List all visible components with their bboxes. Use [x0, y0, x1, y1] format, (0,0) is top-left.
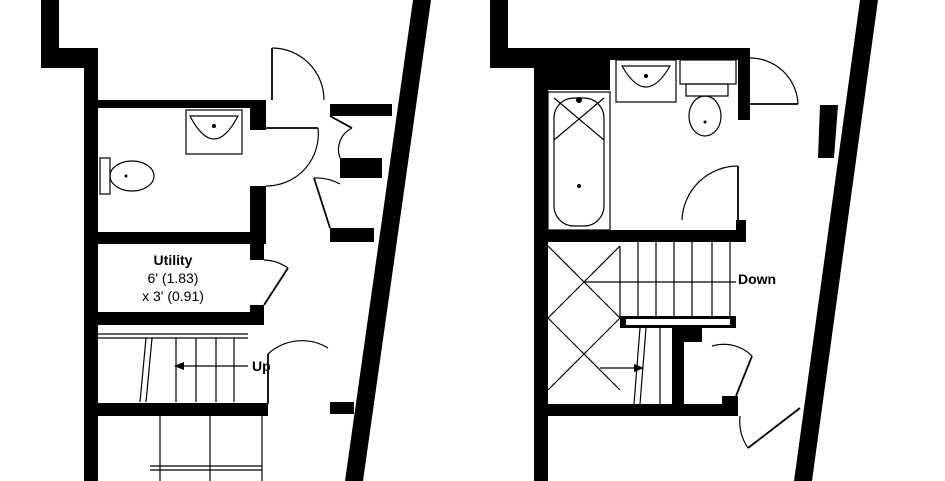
cupboard-door-right — [711, 343, 753, 397]
stair-bottom-wall — [98, 403, 268, 416]
bathroom-toilet — [679, 59, 737, 137]
wc-top-wall — [98, 100, 266, 108]
lower-fixtures — [150, 416, 263, 481]
cupboard-bottom-right-wall — [722, 396, 738, 416]
bathroom-inner-left — [548, 60, 610, 90]
right-plan-outer-wall — [534, 48, 548, 481]
right-plan-slanted-wall — [794, 0, 878, 481]
left-plan-outer-wall — [84, 100, 98, 481]
stairs-down-label: Down — [738, 271, 776, 287]
bathroom-right-lower-wall — [736, 220, 746, 242]
utility-right-wall — [250, 244, 264, 260]
right-bottom-door — [739, 407, 801, 449]
right-plan-top-wall — [490, 0, 548, 70]
bathroom-top-wall — [548, 48, 742, 60]
utility-dimension-2: x 3' (0.91) — [142, 288, 204, 304]
wc-right-wall-upper — [250, 108, 266, 130]
left-plan-slanted-wall — [345, 0, 431, 481]
bathroom-sink — [615, 59, 677, 103]
wc-door — [265, 127, 319, 187]
right-notch-wall — [818, 105, 838, 158]
utility-right-wall-lower — [250, 305, 264, 325]
bathroom-bottom-wall — [548, 230, 744, 242]
utility-dimension-1: 6' (1.83) — [148, 270, 199, 286]
utility-door — [263, 259, 289, 306]
left-floor-plan: Utility 6' (1.83) x 3' (0.91) Up — [41, 0, 431, 481]
left-bottom-door — [267, 340, 329, 404]
stairs-up — [98, 333, 248, 403]
wc-toilet — [99, 157, 155, 195]
cupboard-top-wall-right — [672, 328, 702, 342]
cupboard-left-wall — [672, 328, 684, 408]
right-top-door — [749, 57, 799, 105]
left-top-door — [271, 47, 325, 101]
left-plan-top-wall — [41, 0, 98, 100]
stairs-down — [547, 242, 736, 405]
stairs-up-label: Up — [252, 358, 271, 374]
right-floor-plan: Down — [490, 0, 878, 481]
right-stair-bottom-wall — [548, 404, 738, 416]
utility-bottom-wall — [98, 312, 264, 325]
cupboard-doors — [313, 115, 353, 229]
bathroom-door — [681, 165, 739, 221]
wc-right-wall-lower — [250, 186, 266, 244]
wc-bottom-wall — [98, 232, 266, 244]
wc-sink — [185, 109, 243, 155]
cupboard-bottom-wall — [330, 228, 374, 242]
cupboard-top-wall — [330, 104, 392, 116]
bath-tub — [547, 91, 611, 231]
utility-room-name: Utility — [154, 252, 193, 268]
hall-right-wall — [330, 402, 354, 414]
cupboard-divider-wall — [340, 158, 382, 178]
bathroom-right-wall — [738, 48, 750, 120]
